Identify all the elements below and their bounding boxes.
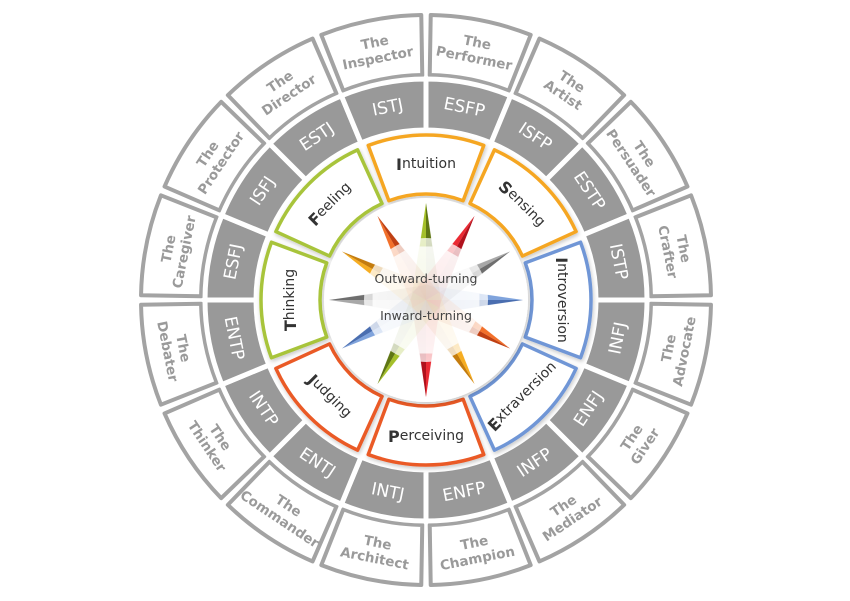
personality-box [139,193,219,299]
dimension-segment-introversion: Introversion [523,240,593,360]
personality-box [585,99,690,213]
personality-name-line1: The [172,333,193,364]
personality-segment: TheProtector [162,99,267,213]
dimension-box [366,397,486,467]
personality-box [427,507,533,587]
compass-center-disc [364,238,488,362]
dimension-segment-thinking: Thinking [259,240,329,360]
dimension-box [468,148,578,258]
outward-turning-label: Outward-turning [375,271,478,286]
type-code-segment: ENFP [423,453,514,524]
type-code-ring: ESFPISFPESTPISTPINFJENFJINFPENFPINTJENTJ… [202,76,650,524]
personality-box [633,193,713,299]
dimension-segment-feeling: Feeling [274,148,384,258]
type-code-segment: ESFJ [202,212,273,303]
personality-name-line1: The [672,234,693,265]
type-code-segment: INTJ [338,453,429,524]
personality-box [319,13,425,93]
personality-box [633,301,713,407]
dimension-box [366,133,486,203]
dimension-ring: IntuitionSensingIntroversionExtraversion… [259,133,593,467]
dimension-box [259,240,329,360]
personality-box [139,301,219,407]
dimension-label: Intuition [396,155,456,174]
personality-box [319,507,425,587]
personality-name-line1: The [362,533,393,554]
personality-box [225,459,339,564]
type-code-cell [338,76,429,147]
dimension-segment-perceiving: Perceiving [366,397,486,467]
personality-name-line1: The [659,333,680,364]
dimension-segment-judging: Judging [274,342,384,452]
personality-box [162,387,267,501]
personality-segment: TheArchitect [319,507,425,587]
personality-segment: TheCaregiver [139,193,219,299]
type-code-segment: ENTJ [266,416,365,508]
personality-segment: TheDebater [139,301,219,407]
personality-segment: ThePerformer [427,13,533,93]
dimension-label: Thinking [281,269,300,331]
type-code-segment: ISTJ [338,76,429,147]
personality-box [427,13,533,93]
personality-box [162,99,267,213]
dimension-segment-intuition: Intuition [366,133,486,203]
type-code-segment: ISFJ [218,140,310,239]
inward-turning-label: Inward-turning [380,308,472,323]
personality-name-line1: The [158,234,179,265]
personality-box [513,36,627,141]
personality-segment: TheGiver [585,387,690,501]
personality-box [585,387,690,501]
personality-segment: TheCrafter [633,193,713,299]
personality-segment: TheAdvocate [633,301,713,407]
personality-segment: ThePersuader [585,99,690,213]
personality-name-line1: The [459,533,490,554]
personality-segment: TheArtist [513,36,627,141]
dimension-label: Perceiving [388,427,464,446]
personality-box [513,459,627,564]
dimension-box [468,342,578,452]
personality-name-line1: The [462,32,493,53]
dimension-box [274,342,384,452]
dimension-label: Introversion [553,257,572,343]
dimension-box [274,148,384,258]
dimension-box [523,240,593,360]
personality-segment: TheThinker [162,387,267,501]
personality-segment: TheInspector [319,13,425,93]
personality-name-line1: The [360,32,391,53]
personality-box [225,36,339,141]
personality-segment: TheChampion [427,507,533,587]
dimension-segment-sensing: Sensing [468,148,578,258]
